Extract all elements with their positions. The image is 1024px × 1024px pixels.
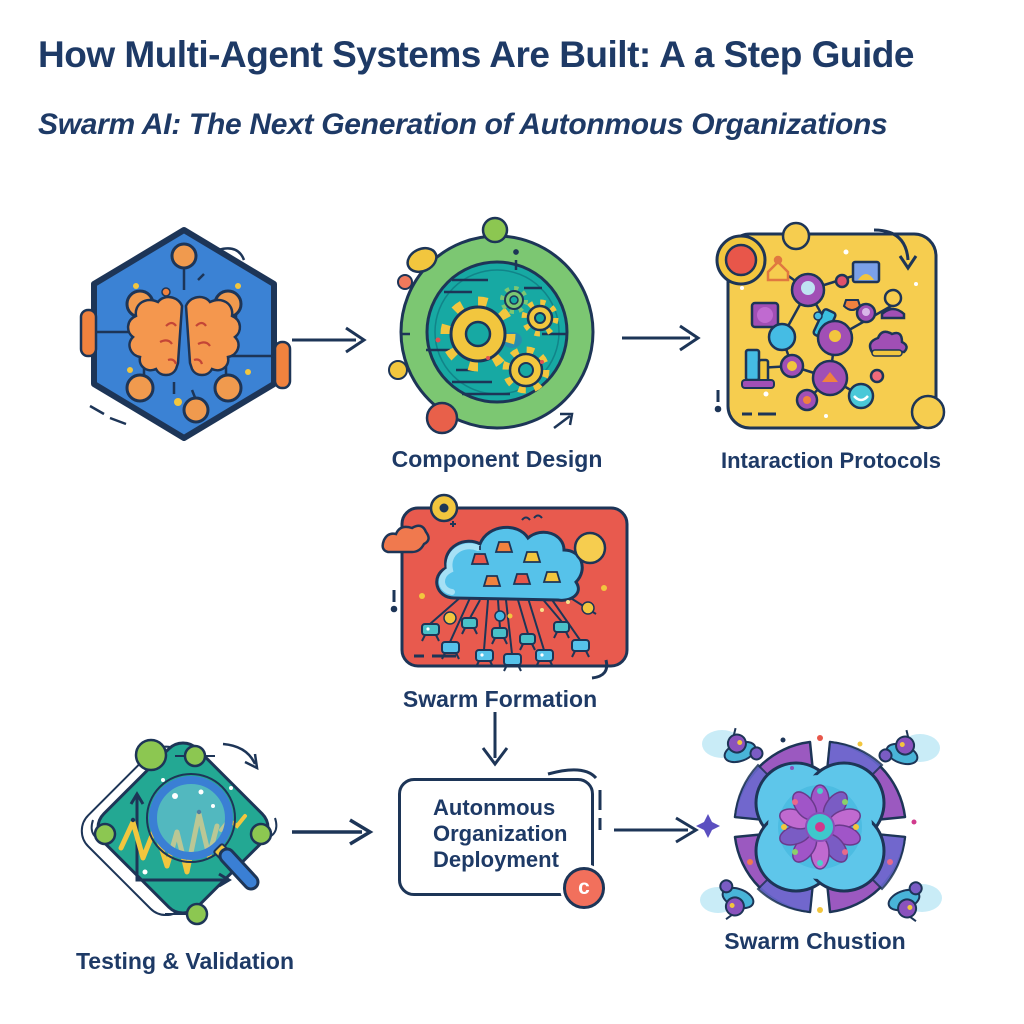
step-label-interaction-protocols: Intaraction Protocols	[720, 448, 942, 473]
tower-icon	[741, 348, 775, 389]
brain-network-hexagon-icon	[79, 227, 292, 441]
deployment-line-3: Deployment	[433, 846, 559, 872]
orange-cloud-decor	[381, 524, 430, 554]
cloud-icon	[868, 330, 908, 357]
step-swarm-formation	[381, 493, 640, 686]
red-badge-decor	[715, 234, 767, 286]
arrow-design-to-protocols	[622, 324, 701, 352]
copyright-badge-icon: c	[563, 867, 605, 909]
house-icon	[766, 255, 790, 282]
green-dot-decor	[481, 216, 509, 244]
yellow-dot-decor-top	[781, 221, 811, 251]
arrow-core-to-design	[292, 326, 367, 354]
yellow-dot-decor	[573, 531, 607, 565]
tick-decor	[402, 249, 574, 429]
gear-icon-bottom	[502, 346, 550, 394]
mandala-core	[754, 761, 886, 893]
chart-axes	[129, 791, 232, 888]
arrow-testing-to-deployment	[292, 818, 374, 846]
curved-arrow-decor	[222, 742, 259, 771]
yellow-dot-decor-bottom	[910, 394, 946, 430]
step-label-component-design: Component Design	[391, 446, 603, 472]
cloud-robot-swarm-icon	[381, 493, 629, 680]
swarm-mandala-icon	[696, 721, 942, 930]
swarm-robots	[421, 617, 590, 672]
page-title: How Multi-Agent Systems Are Built: A a S…	[38, 34, 914, 75]
deployment-line-2: Organization	[433, 820, 568, 846]
red-dot-decor	[425, 401, 459, 435]
deployment-label: Autonmous Organization Deployment	[401, 781, 591, 873]
step-label-swarm-formation: Swarm Formation	[402, 686, 598, 712]
curved-arrow-decor	[873, 228, 918, 271]
bowl-icon	[842, 299, 862, 311]
box-dash-decor	[547, 768, 602, 830]
network-nodes-square-icon	[714, 221, 946, 430]
dot-ring	[781, 788, 859, 866]
gear-icon-large	[440, 296, 516, 372]
yellow-dot-decor	[388, 360, 408, 380]
exclamation-decor	[390, 590, 609, 680]
yellow-blob-decor	[406, 246, 438, 274]
birds-decor	[450, 514, 543, 527]
sparkle-decor	[696, 814, 720, 838]
step-interaction-protocols	[706, 221, 956, 439]
step-deployment-box: Autonmous Organization Deployment c	[398, 778, 605, 909]
step-label-testing-validation: Testing & Validation	[75, 948, 295, 974]
deployment-line-1: Autonmous	[433, 795, 556, 820]
brain-icon	[126, 295, 242, 377]
magnifier-icon	[146, 773, 260, 891]
gears-circle-icon	[388, 216, 595, 435]
step-agent-core	[78, 222, 293, 444]
arrow-deployment-to-cohesion	[614, 816, 699, 844]
orange-dot-decor	[397, 274, 413, 290]
person-icon	[880, 288, 906, 320]
exclamation-decor	[714, 390, 776, 416]
cloud-robots	[470, 541, 562, 587]
step-component-design	[388, 216, 602, 446]
petal-ring	[779, 784, 861, 870]
picture-icon	[851, 260, 881, 284]
gear-icon-small-green	[500, 286, 528, 314]
magnifier-graph-diamond-icon	[80, 738, 278, 926]
yellow-ring-decor	[429, 493, 459, 523]
step-swarm-cohesion	[688, 712, 952, 930]
dash-decor	[89, 247, 246, 426]
gear-icon-right	[521, 299, 559, 337]
page-subtitle: Swarm AI: The Next Generation of Autonmo…	[38, 108, 888, 141]
step-label-swarm-cohesion: Swarm Chustion	[724, 928, 906, 954]
step-testing-validation	[75, 722, 295, 940]
arrow-formation-to-deployment	[481, 712, 509, 767]
